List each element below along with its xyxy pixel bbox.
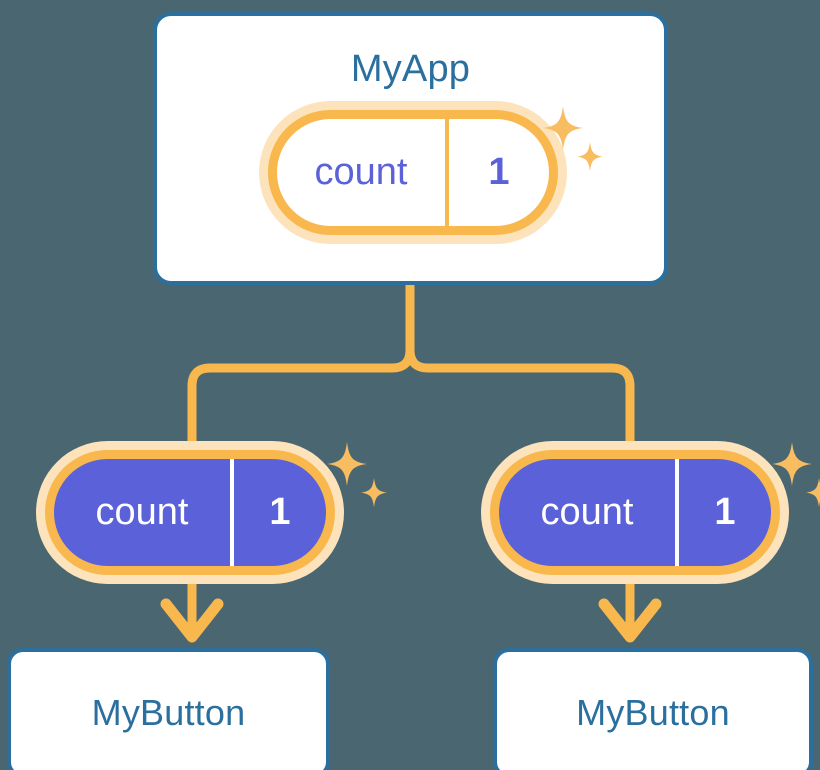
branch-0-state-pill-wrap: count 1: [45, 442, 387, 575]
branch-0-state-value: 1: [269, 491, 291, 533]
branch-1-state-pill-wrap: count 1: [490, 442, 820, 575]
myapp-state-value-cell: 1: [449, 119, 549, 226]
branch-0-state-pill[interactable]: count 1: [45, 450, 335, 575]
branch-0-state-key: count: [95, 491, 189, 533]
branch-0-mybutton-card[interactable]: MyButton: [7, 648, 330, 770]
arrow-head-right: [598, 598, 662, 643]
myapp-state-pill-wrap: count 1: [268, 106, 603, 235]
branch-1-mybutton-title: MyButton: [576, 692, 730, 733]
branch-0-mybutton-title: MyButton: [91, 692, 246, 733]
branch-1-state-pill[interactable]: count 1: [490, 450, 780, 575]
branch-1-mybutton-card[interactable]: MyButton: [493, 648, 813, 770]
myapp-state-key-cell: count: [277, 119, 449, 226]
myapp-state-key: count: [314, 151, 408, 193]
myapp-card-title: MyApp: [350, 48, 471, 90]
myapp-state-value: 1: [488, 151, 510, 193]
connector-split-left: [187, 345, 415, 467]
branch-1-state-key: count: [540, 491, 634, 533]
branch-1-state-key-cell: count: [499, 459, 679, 566]
myapp-state-pill[interactable]: count 1: [268, 110, 558, 235]
connector-trunk-and-split: [405, 280, 635, 467]
branch-1-state-value-cell: 1: [679, 459, 771, 566]
arrow-head-left: [160, 598, 224, 643]
branch-0-state-key-cell: count: [54, 459, 234, 566]
branch-0-state-value-cell: 1: [234, 459, 326, 566]
branch-1-state-value: 1: [714, 491, 736, 533]
